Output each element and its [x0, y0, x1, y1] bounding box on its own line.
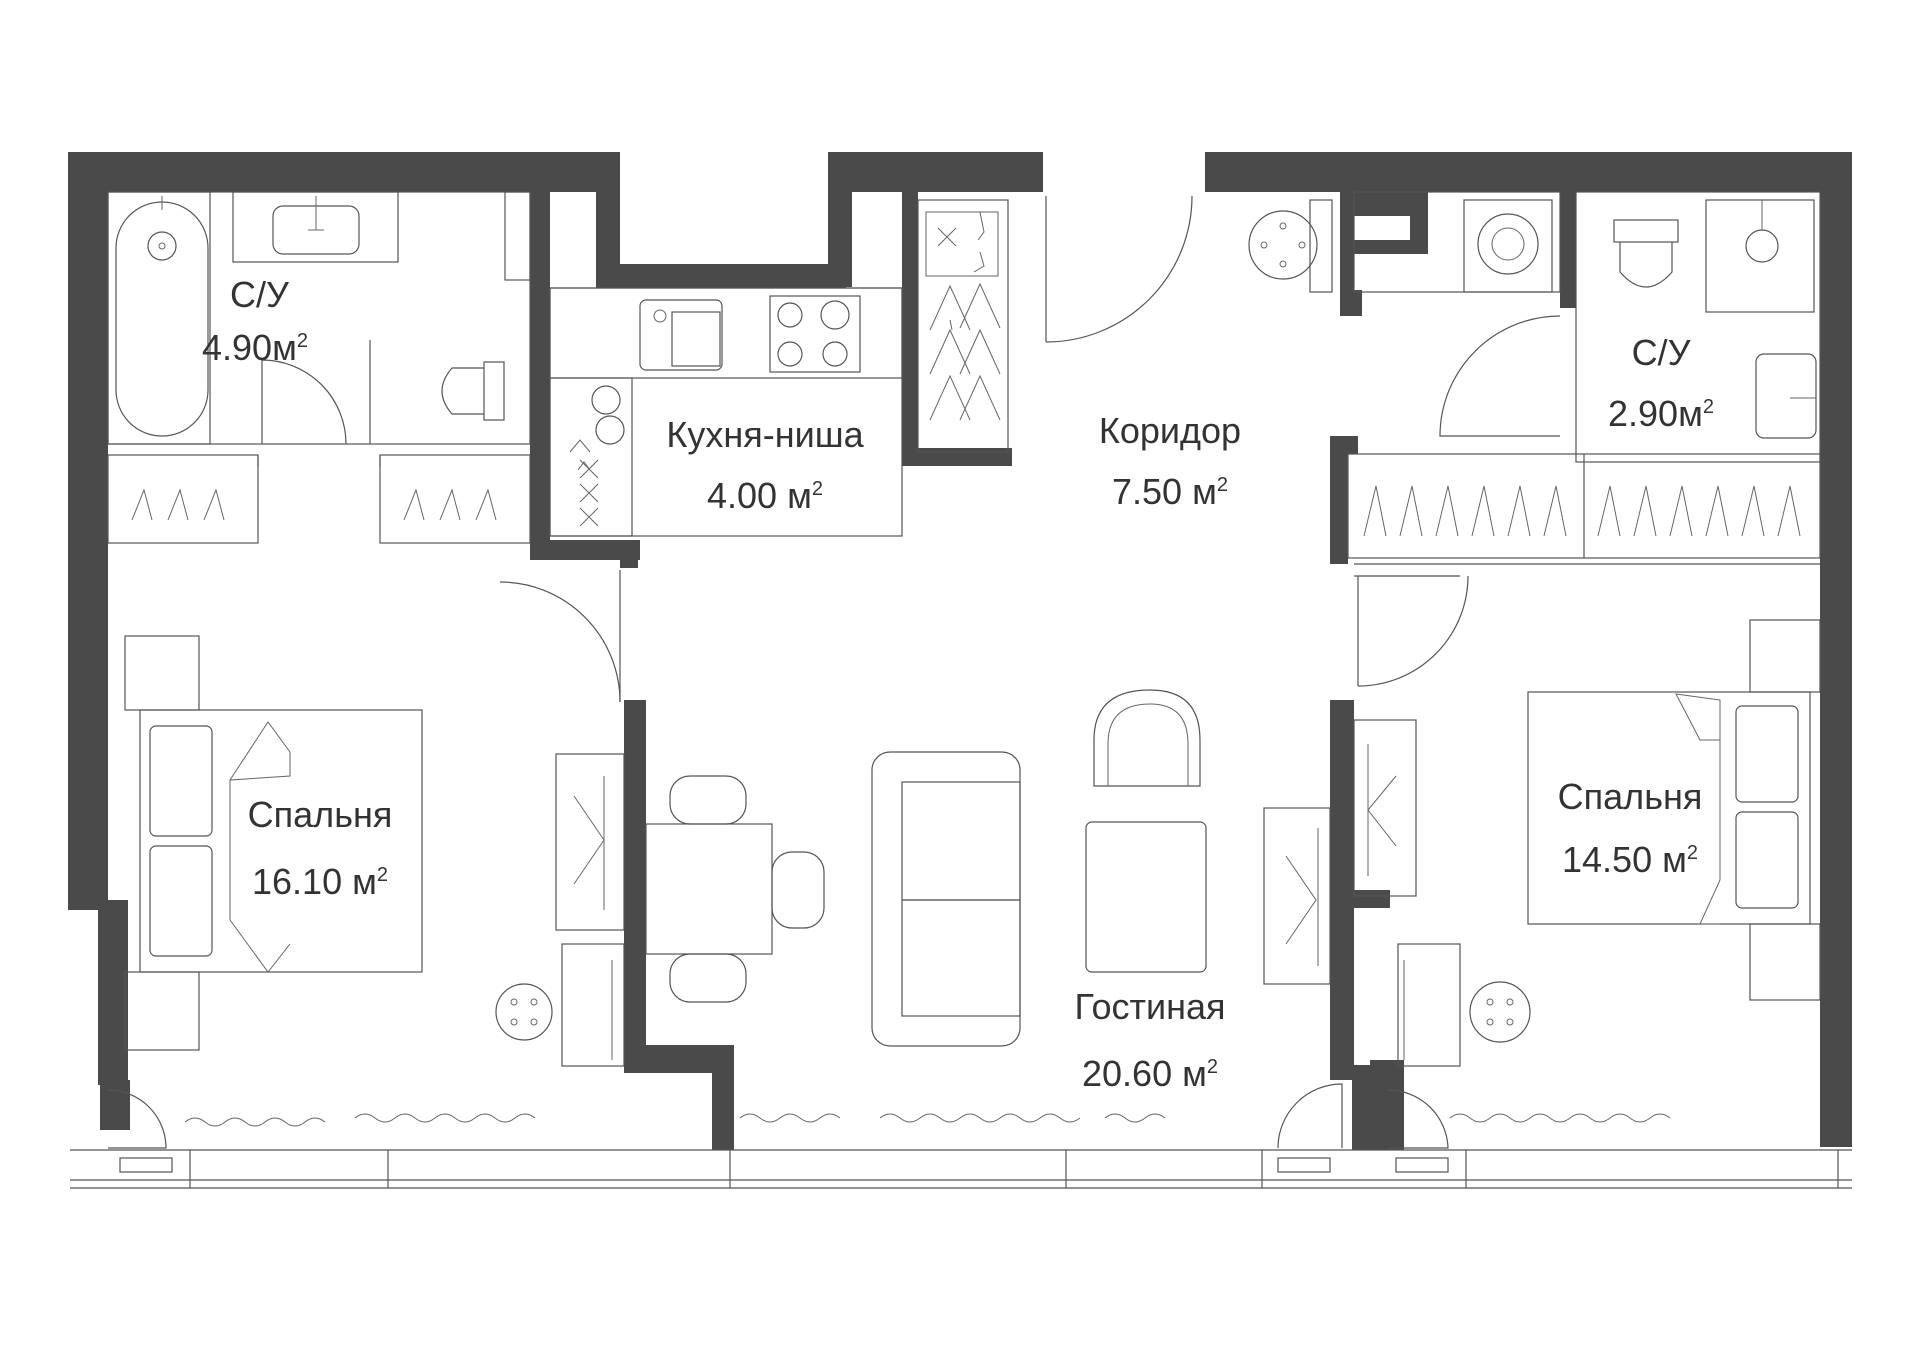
- room-name: Гостиная: [1074, 986, 1226, 1027]
- toilet-left: [441, 361, 505, 421]
- door-swing-bedroom-left: [107, 1089, 167, 1149]
- door-swing-bedroom-right: [1357, 575, 1469, 687]
- armchair: [1093, 689, 1201, 787]
- bed-right: [1527, 619, 1821, 1001]
- door-swing-balcony-right: [1277, 1083, 1343, 1149]
- door-swing-entrance: [1045, 195, 1193, 343]
- room-name: Спальня: [1557, 776, 1703, 817]
- room-label-corridor: Коридор 7.50 м2: [1070, 408, 1270, 515]
- sink-left: [272, 196, 360, 255]
- door-swing-bath-right: [1439, 315, 1561, 437]
- bathtub: [115, 196, 209, 437]
- windows: [70, 1149, 1852, 1189]
- laundry: [1248, 199, 1553, 293]
- room-area: 4.00 м2: [707, 475, 823, 516]
- coffee-table: [1085, 821, 1207, 973]
- curtains: [184, 1113, 1671, 1127]
- room-area: 2.90м2: [1608, 393, 1714, 434]
- room-area: 16.10 м2: [252, 861, 388, 902]
- bed-left: [124, 635, 423, 1051]
- room-name: Кухня-ниша: [666, 414, 864, 455]
- room-label-bath-right: С/У 2.90м2: [1586, 330, 1736, 437]
- corridor-wardrobe: [925, 211, 1001, 421]
- sink-right-top: [1705, 199, 1815, 313]
- room-label-bedroom-right: Спальня 14.50 м2: [1530, 774, 1730, 883]
- room-area: 14.50 м2: [1562, 839, 1698, 880]
- room-label-bedroom-left: Спальня 16.10 м2: [220, 792, 420, 905]
- stool-left: [495, 983, 553, 1041]
- walls: [68, 152, 1852, 1150]
- stool-right: [1469, 981, 1531, 1043]
- room-area: 7.50 м2: [1112, 471, 1228, 512]
- room-name: С/У: [230, 274, 289, 315]
- door-swing-bath-left: [261, 359, 347, 445]
- room-name: С/У: [1631, 332, 1691, 373]
- room-label-bath-left: С/У 4.90м2: [202, 272, 352, 371]
- closet-left: [131, 488, 497, 521]
- desk-right: [1263, 719, 1461, 1067]
- sink-right-side: [1755, 353, 1817, 439]
- sofa: [871, 751, 1021, 1047]
- room-name: Коридор: [1098, 410, 1242, 451]
- room-area: 4.90м2: [202, 327, 308, 368]
- room-label-living: Гостиная 20.60 м2: [1050, 984, 1250, 1097]
- door-swing-balcony-right-2: [1387, 1089, 1449, 1149]
- room-label-kitchen: Кухня-ниша 4.00 м2: [640, 412, 890, 519]
- room-name: Спальня: [247, 794, 393, 835]
- desk-left: [555, 753, 625, 1067]
- partitions: [107, 191, 1821, 577]
- door-swing-kitchen: [499, 581, 621, 703]
- dining-table: [645, 775, 825, 1003]
- toilet-right: [1613, 219, 1679, 288]
- closet-right: [1363, 485, 1801, 537]
- kitchen-counter: [549, 287, 903, 537]
- room-area: 20.60 м2: [1082, 1053, 1218, 1094]
